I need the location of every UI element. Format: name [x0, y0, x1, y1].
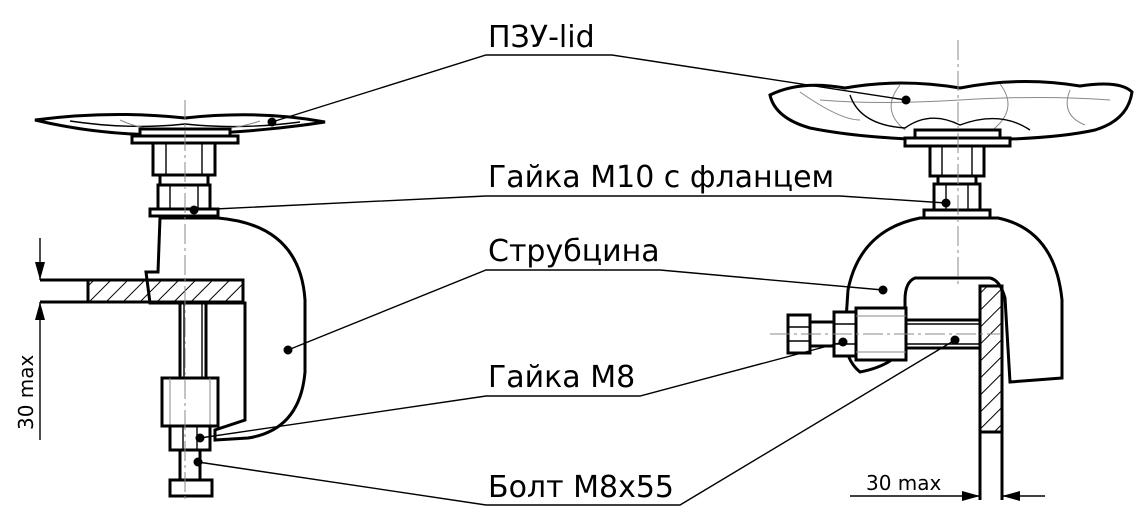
label-clamp: Струбцина — [488, 234, 660, 269]
right-table-plate — [978, 284, 1004, 500]
right-upper-hardware — [922, 144, 992, 220]
horizontal-dimension-label: 30 max — [866, 471, 942, 495]
left-clamp-body — [144, 216, 307, 442]
right-dimension: 30 max — [850, 471, 1045, 501]
label-lid: ПЗУ-lid — [488, 20, 595, 55]
left-dimension: 30 max — [14, 238, 45, 440]
left-lower-hardware — [160, 301, 220, 498]
left-upper-hardware — [148, 141, 220, 218]
leader-lines — [189, 54, 960, 506]
left-table-plate — [40, 278, 245, 304]
label-nut-m8: Гайка М8 — [488, 360, 635, 395]
vertical-dimension-label: 30 max — [14, 354, 38, 430]
left-assembly: 30 max — [14, 100, 326, 500]
right-lid — [768, 79, 1134, 148]
right-assembly: 30 max — [768, 40, 1134, 501]
label-nut-m10: Гайка М10 с фланцем — [488, 160, 834, 195]
label-bolt: Болт М8х55 — [488, 470, 674, 505]
